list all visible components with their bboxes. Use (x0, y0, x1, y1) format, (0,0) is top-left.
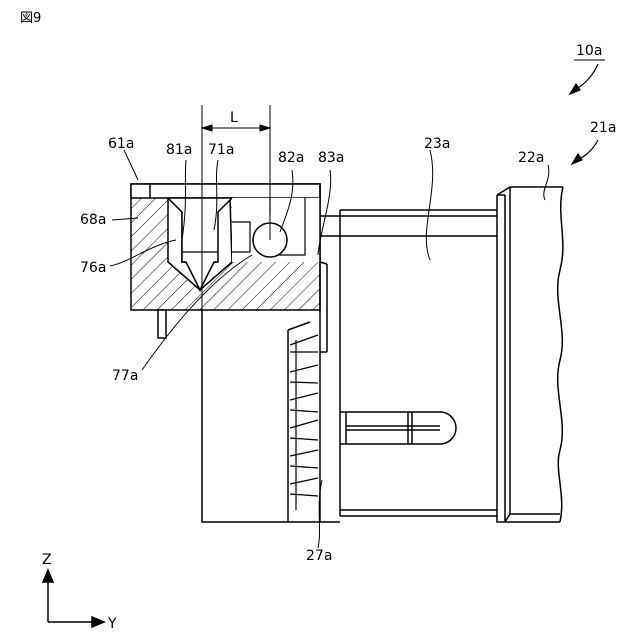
dimension-L-label: L (230, 110, 238, 126)
axes-indicator (43, 570, 104, 627)
label-77a: 77a (112, 368, 138, 384)
label-68a: 68a (80, 212, 106, 228)
outer-housing-22a (497, 187, 563, 522)
pin-rod (340, 412, 456, 444)
label-21a: 21a (590, 120, 616, 136)
label-27a: 27a (306, 548, 332, 564)
axis-y-label: Y (107, 616, 117, 632)
label-83a: 83a (318, 150, 344, 166)
label-71a: 71a (208, 142, 234, 158)
central-block-23a (320, 210, 497, 516)
label-76a: 76a (80, 260, 106, 276)
axis-z-label: Z (42, 552, 52, 568)
reference-arrows (570, 64, 598, 164)
label-10a: 10a (576, 43, 602, 59)
label-81a: 81a (166, 142, 192, 158)
label-82a: 82a (278, 150, 304, 166)
figure-number: 図9 (20, 11, 41, 26)
label-23a: 23a (424, 136, 450, 152)
label-61a: 61a (108, 136, 134, 152)
hatched-block-68a (131, 184, 320, 338)
serrated-teeth (290, 335, 318, 510)
label-22a: 22a (518, 150, 544, 166)
